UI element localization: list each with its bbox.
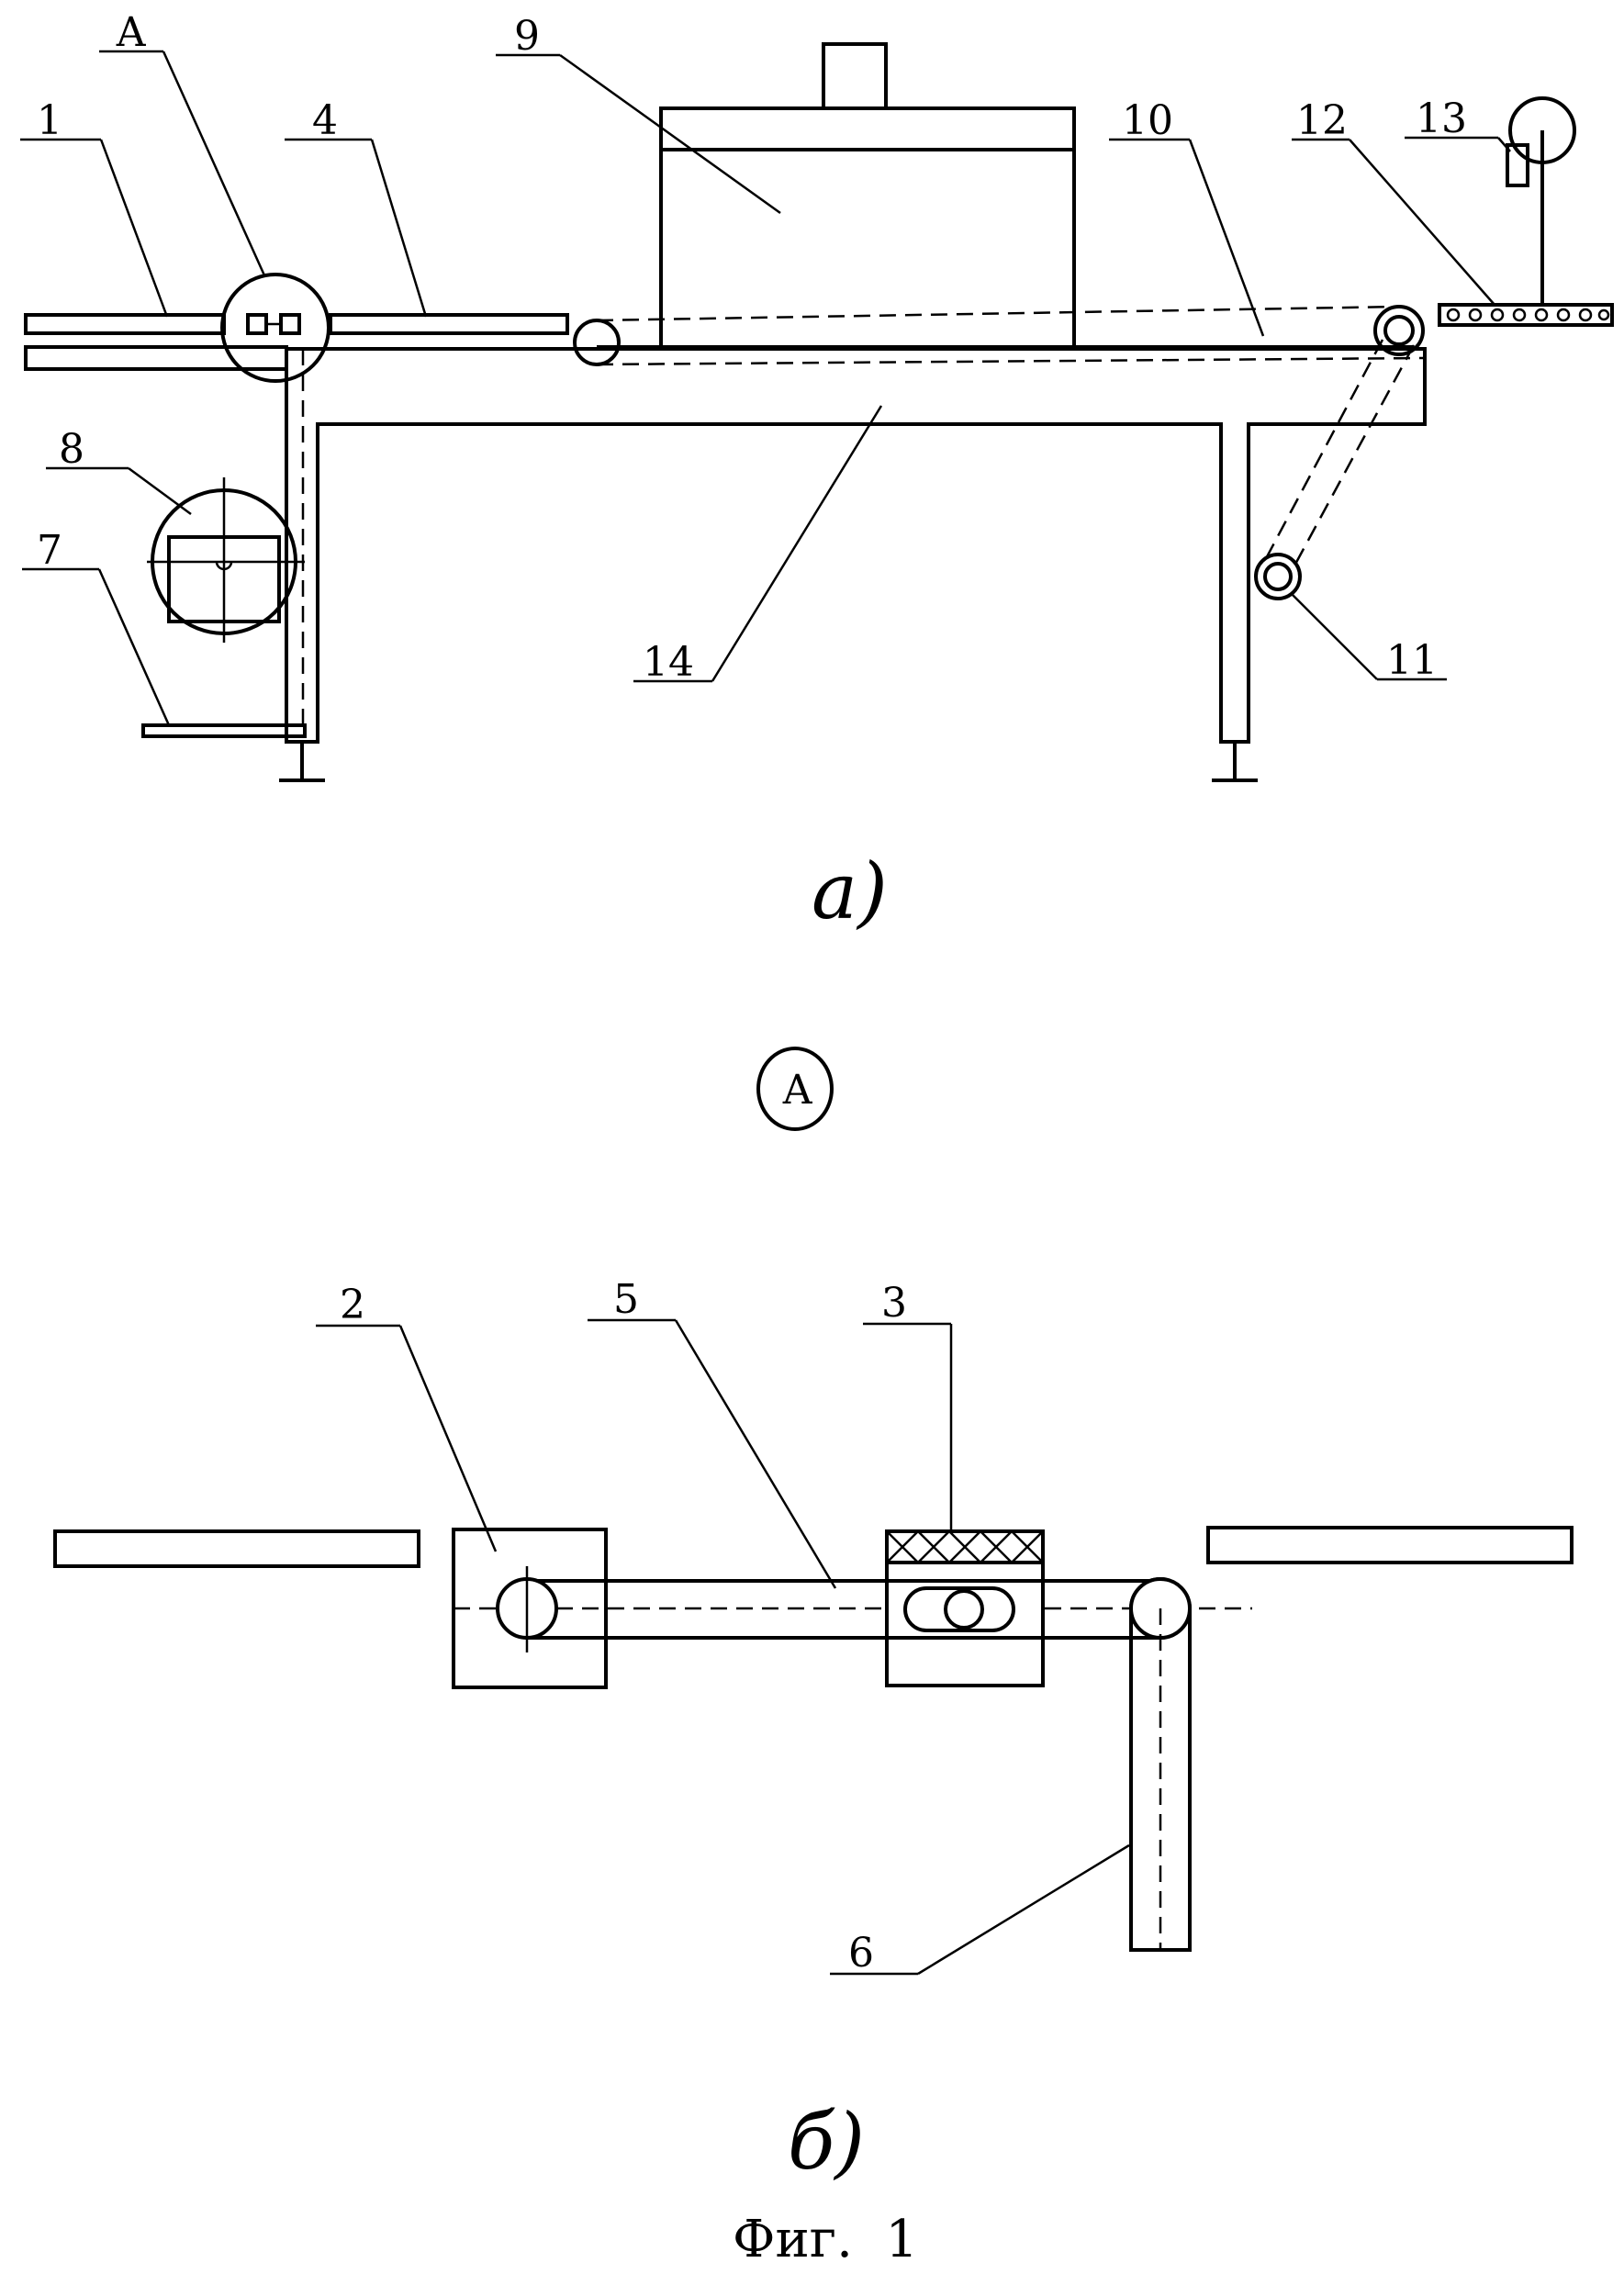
view-b-label: б): [788, 2097, 865, 2187]
figure-caption: Фиг. 1: [733, 2210, 918, 2269]
oven-9-body: [661, 108, 1074, 347]
drive-chain-a: [1263, 340, 1383, 564]
label-8: 8: [59, 426, 84, 473]
view-a-label: а): [812, 846, 888, 936]
frame-14: [286, 349, 1425, 742]
view-a: 1 А 4 9 10 12 13 8 7 14 11 а): [20, 9, 1612, 936]
belt-return: [597, 358, 1425, 364]
drive-11-outer: [1256, 554, 1300, 599]
view-b: 2 5 3 6 б): [55, 1276, 1572, 2187]
label-3: 3: [881, 1280, 907, 1327]
roller-table-12-rollers: [1448, 309, 1608, 320]
belt-roller-right-inner: [1385, 317, 1413, 344]
frame-feet: [279, 742, 1258, 780]
label-4: 4: [312, 97, 338, 144]
label-6: 6: [848, 1930, 874, 1977]
drive-11-inner: [1265, 564, 1291, 589]
label-11: 11: [1386, 637, 1438, 684]
label-7: 7: [37, 527, 62, 574]
detail-marker: А: [758, 1048, 832, 1129]
plate-4: [330, 315, 567, 333]
leaders-view-a: [20, 51, 1510, 725]
belt-roller-left: [575, 320, 619, 364]
oven-9-chimney: [823, 44, 886, 108]
lower-plate: [26, 347, 286, 369]
label-a-callout: А: [116, 9, 146, 56]
label-10: 10: [1122, 97, 1173, 144]
detail-block-left: [248, 315, 266, 333]
label-2: 2: [340, 1282, 365, 1328]
label-12: 12: [1296, 97, 1348, 144]
label-13: 13: [1416, 95, 1467, 142]
tray-7: [143, 725, 305, 736]
svg-text:А: А: [782, 1067, 812, 1114]
label-9: 9: [514, 13, 540, 60]
detail-block-right: [281, 315, 299, 333]
label-14: 14: [643, 639, 694, 686]
belt-upper: [597, 307, 1399, 320]
detail-plate-right: [1208, 1528, 1572, 1563]
label-5: 5: [613, 1276, 639, 1323]
label-1: 1: [37, 97, 62, 144]
detail-plate-left: [55, 1531, 419, 1566]
drive-chain-b: [1293, 345, 1414, 569]
detail-circle-a: [222, 274, 329, 381]
plate-1: [26, 315, 224, 333]
